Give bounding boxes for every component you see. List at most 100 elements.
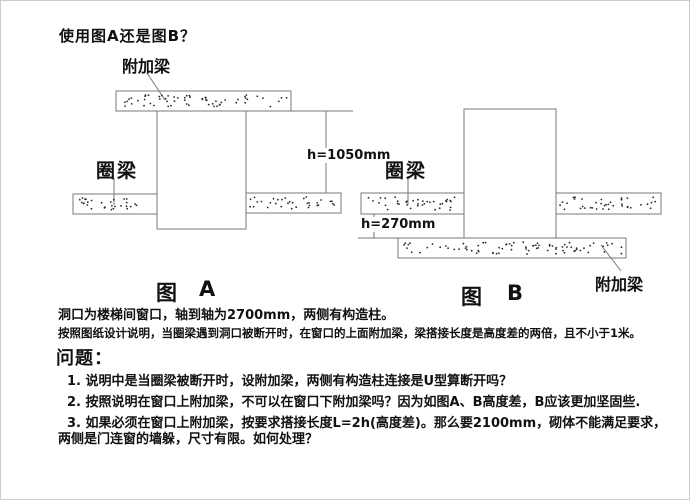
- stipple-dot: [439, 203, 442, 206]
- stipple-dot: [482, 241, 485, 244]
- stipple-dot: [532, 244, 535, 247]
- stipple-dot: [575, 247, 578, 250]
- stipple-dot: [416, 204, 419, 207]
- stipple-dot: [103, 207, 106, 209]
- figure-b-additional-beam: [397, 237, 627, 259]
- stipple-dot: [316, 202, 319, 204]
- stipple-dot: [606, 244, 609, 247]
- stipple-dot: [183, 99, 186, 101]
- stipple-dot: [252, 205, 255, 208]
- stipple-dot: [398, 203, 400, 206]
- figure-a-ring-beam-left: [72, 193, 158, 215]
- stipple-dot: [384, 204, 387, 207]
- figure-a-caption: 图 A: [156, 277, 215, 307]
- stipple-dot: [464, 247, 467, 250]
- stipple-dot: [237, 98, 239, 101]
- stipple-dot: [535, 244, 537, 247]
- stipple-dot: [205, 98, 207, 101]
- stipple-dot: [470, 249, 473, 252]
- stipple-dot: [510, 244, 513, 247]
- stipple-dot: [621, 205, 623, 207]
- stipple-dot: [600, 202, 602, 205]
- stipple-dot: [331, 200, 333, 203]
- stipple-dot: [224, 99, 227, 101]
- stipple-dot: [249, 205, 252, 208]
- stipple-dot: [269, 202, 272, 204]
- stipple-dot: [149, 102, 152, 105]
- stipple-dot: [302, 197, 305, 200]
- stipple-dot: [409, 242, 411, 245]
- stipple-dot: [367, 196, 370, 199]
- stipple-dot: [256, 95, 259, 98]
- stipple-dot: [85, 198, 87, 201]
- stipple-dot: [621, 203, 623, 206]
- stipple-dot: [110, 208, 113, 211]
- figure-b-window-column: [463, 108, 557, 239]
- figure-b-ring-beam-left: [360, 192, 465, 215]
- stipple-dot: [394, 196, 397, 199]
- stipple-dot: [288, 200, 291, 203]
- stipple-dot: [124, 101, 126, 103]
- stipple-dot: [307, 206, 310, 209]
- figure-b-caption-char: 图: [461, 285, 482, 309]
- stipple-dot: [417, 203, 419, 205]
- stipple-dot: [90, 207, 93, 210]
- stipple-dot: [555, 252, 557, 255]
- stipple-dot: [114, 205, 116, 208]
- stipple-dot: [173, 96, 176, 98]
- figure-b-ring-beam-right: [555, 192, 662, 215]
- figure-a-additional-beam-label: 附加梁: [122, 57, 171, 76]
- stipple-dot: [526, 253, 528, 255]
- stipple-dot: [158, 95, 161, 98]
- stipple-dot: [316, 204, 319, 207]
- stipple-dot: [609, 201, 612, 204]
- stipple-dot: [650, 201, 653, 204]
- stipple-dot: [462, 242, 465, 245]
- stipple-dot: [620, 198, 623, 201]
- stipple-dot: [287, 202, 289, 205]
- figure-a-caption-letter: A: [199, 277, 216, 301]
- stipple-dot: [510, 248, 513, 251]
- stipple-dot: [329, 200, 332, 203]
- stipple-dot: [477, 250, 480, 253]
- stipple-dot: [573, 198, 576, 200]
- stipple-dot: [536, 242, 539, 245]
- stipple-dot: [331, 202, 334, 205]
- stipple-dot: [551, 245, 554, 247]
- stipple-dot: [563, 252, 566, 254]
- stipple-dot: [602, 208, 604, 210]
- stipple-dot: [492, 252, 494, 255]
- stipple-dot: [591, 207, 594, 209]
- stipple-dot: [581, 198, 583, 200]
- stipple-dot: [406, 204, 409, 206]
- stipple-dot: [583, 247, 585, 250]
- stipple-dot: [80, 201, 83, 204]
- page-title: 使用图A还是图B？: [59, 27, 197, 45]
- stipple-dot: [256, 201, 259, 203]
- stipple-dot: [130, 97, 133, 99]
- stipple-dot: [607, 203, 610, 206]
- stipple-dot: [125, 198, 128, 200]
- stipple-dot: [137, 99, 139, 102]
- stipple-dot: [124, 105, 126, 107]
- questions-heading: 问题：: [56, 348, 113, 369]
- stipple-dot: [409, 207, 412, 210]
- stipple-dot: [447, 247, 449, 250]
- figure-a-caption-char: 图: [156, 281, 177, 305]
- stipple-dot: [589, 206, 592, 209]
- stipple-dot: [561, 201, 564, 204]
- stipple-dot: [410, 251, 413, 254]
- stipple-dot: [185, 103, 188, 105]
- stipple-dot: [269, 105, 272, 108]
- stipple-dot: [465, 245, 468, 248]
- stipple-dot: [153, 104, 155, 107]
- stipple-dot: [306, 202, 309, 205]
- stipple-dot: [412, 199, 415, 202]
- stipple-dot: [605, 242, 608, 244]
- stipple-dot: [421, 204, 424, 207]
- stipple-dot: [144, 95, 146, 98]
- stipple-dot: [143, 104, 145, 107]
- stipple-dot: [372, 200, 374, 202]
- stipple-dot: [266, 206, 269, 209]
